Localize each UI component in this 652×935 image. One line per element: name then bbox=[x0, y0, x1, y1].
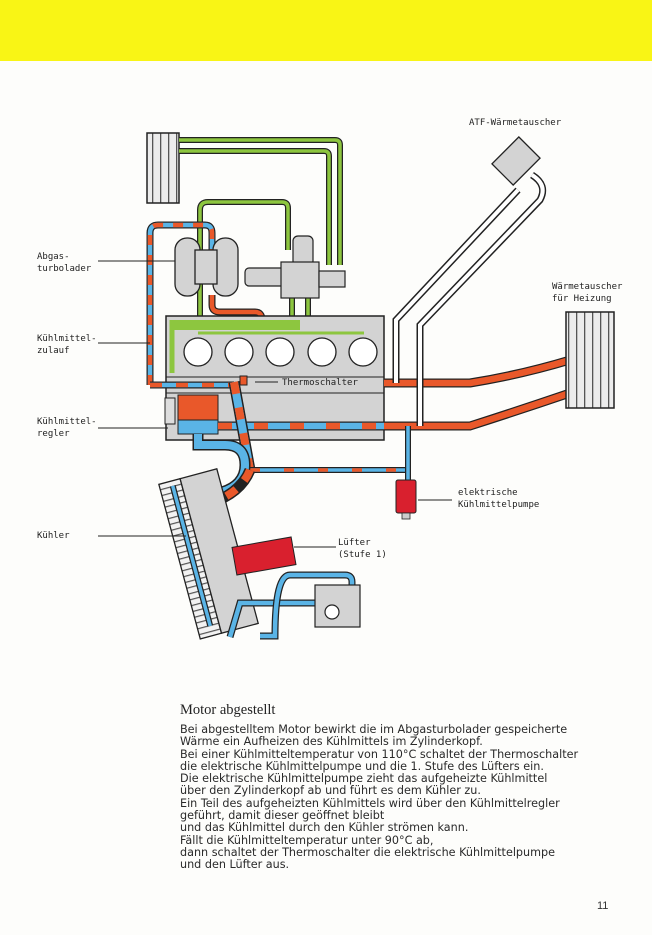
label-coolant-supply: Kühlmittel- zulauf bbox=[37, 334, 97, 356]
page-number: 11 bbox=[597, 900, 609, 912]
fan bbox=[231, 536, 297, 576]
atf-lines bbox=[392, 172, 547, 426]
body-line: und das Kühlmittel durch den Kühler strö… bbox=[180, 821, 469, 835]
body-line: Wärme ein Aufheizen des Kühlmittels im Z… bbox=[180, 735, 483, 749]
coolant-supply-line bbox=[146, 221, 266, 385]
expansion-tank bbox=[314, 584, 361, 628]
body-line: geführt, damit dieser geöffnet bleibt bbox=[180, 809, 385, 823]
throttle-unit bbox=[244, 235, 346, 299]
body-line: und den Lüfter aus. bbox=[180, 858, 290, 872]
cooling-system-diagram bbox=[98, 132, 615, 640]
leader-lines bbox=[98, 260, 452, 548]
label-heater-core: Wärmetauscher für Heizung bbox=[552, 282, 623, 304]
thermoswitch bbox=[239, 375, 248, 386]
expansion-tank-lines bbox=[226, 571, 356, 640]
body-line: Die elektrische Kühlmittelpumpe zieht da… bbox=[180, 772, 548, 786]
atf-heat-exchanger bbox=[491, 136, 541, 186]
section-title: Motor abgestellt bbox=[180, 702, 276, 718]
header-color-band bbox=[0, 0, 652, 61]
label-turbocharger: Abgas- turbolader bbox=[37, 252, 92, 274]
radiator bbox=[158, 468, 260, 640]
intercooler bbox=[146, 132, 180, 204]
electric-coolant-pump bbox=[395, 479, 417, 520]
label-coolant-regulator: Kühlmittel- regler bbox=[37, 417, 97, 439]
charge-air-lines bbox=[179, 137, 343, 345]
label-radiator: Kühler bbox=[37, 531, 70, 541]
label-electric-pump: elektrische Kühlmittelpumpe bbox=[458, 488, 540, 510]
label-atf-heat-exchanger: ATF-Wärmetauscher bbox=[469, 118, 562, 128]
label-thermoswitch: Thermoschalter bbox=[282, 378, 358, 388]
body-line: die elektrische Kühlmittelpumpe und die … bbox=[180, 759, 544, 773]
heater-core bbox=[565, 311, 615, 409]
body-line: dann schaltet der Thermoschalter die ele… bbox=[180, 845, 556, 859]
body-line: über den Zylinderkopf ab und führt es de… bbox=[180, 784, 481, 798]
coolant-regulator bbox=[164, 394, 219, 435]
body-line: Fällt die Kühlmitteltemperatur unter 90°… bbox=[180, 833, 434, 847]
turbocharger bbox=[174, 237, 239, 297]
body-line: Ein Teil des aufgeheizten Kühlmittels wi… bbox=[180, 796, 560, 810]
section-body: Bei abgestelltem Motor bewirkt die im Ab… bbox=[180, 723, 630, 872]
label-fan: Lüfter (Stufe 1) bbox=[338, 538, 387, 560]
body-line: Bei abgestelltem Motor bewirkt die im Ab… bbox=[180, 723, 568, 736]
body-line: Bei einer Kühlmitteltemperatur von 110°C… bbox=[180, 747, 579, 761]
